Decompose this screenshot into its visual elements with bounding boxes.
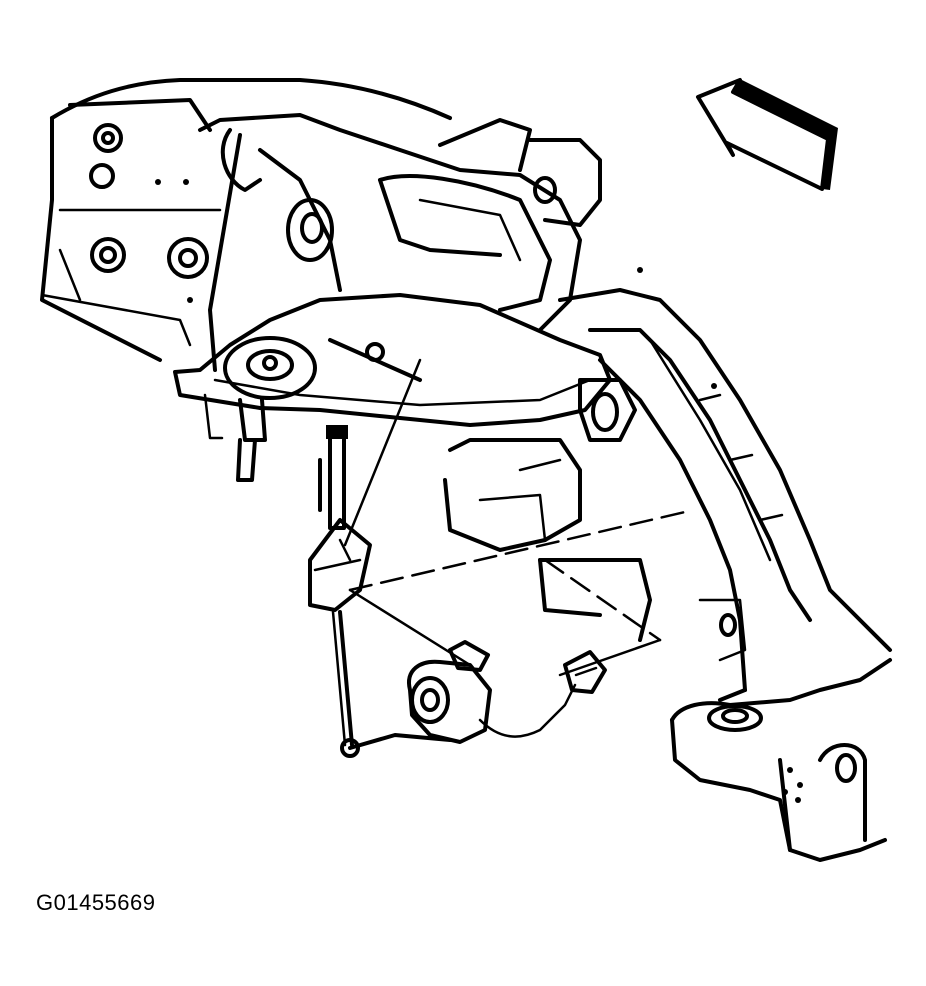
frame-front-horn [670, 598, 892, 862]
height-sensor-icon [331, 610, 607, 758]
sensor-bracket [308, 518, 372, 612]
crossmember [198, 113, 602, 372]
right-frame-rail [558, 267, 892, 692]
upper-control-arm [173, 293, 612, 482]
lower-mount-bracket [443, 438, 652, 642]
front-direction-arrow-icon [696, 78, 838, 191]
mounting-bolt [318, 425, 348, 530]
figure-code: G01455669 [36, 890, 156, 915]
left-frame-rail [40, 78, 452, 362]
